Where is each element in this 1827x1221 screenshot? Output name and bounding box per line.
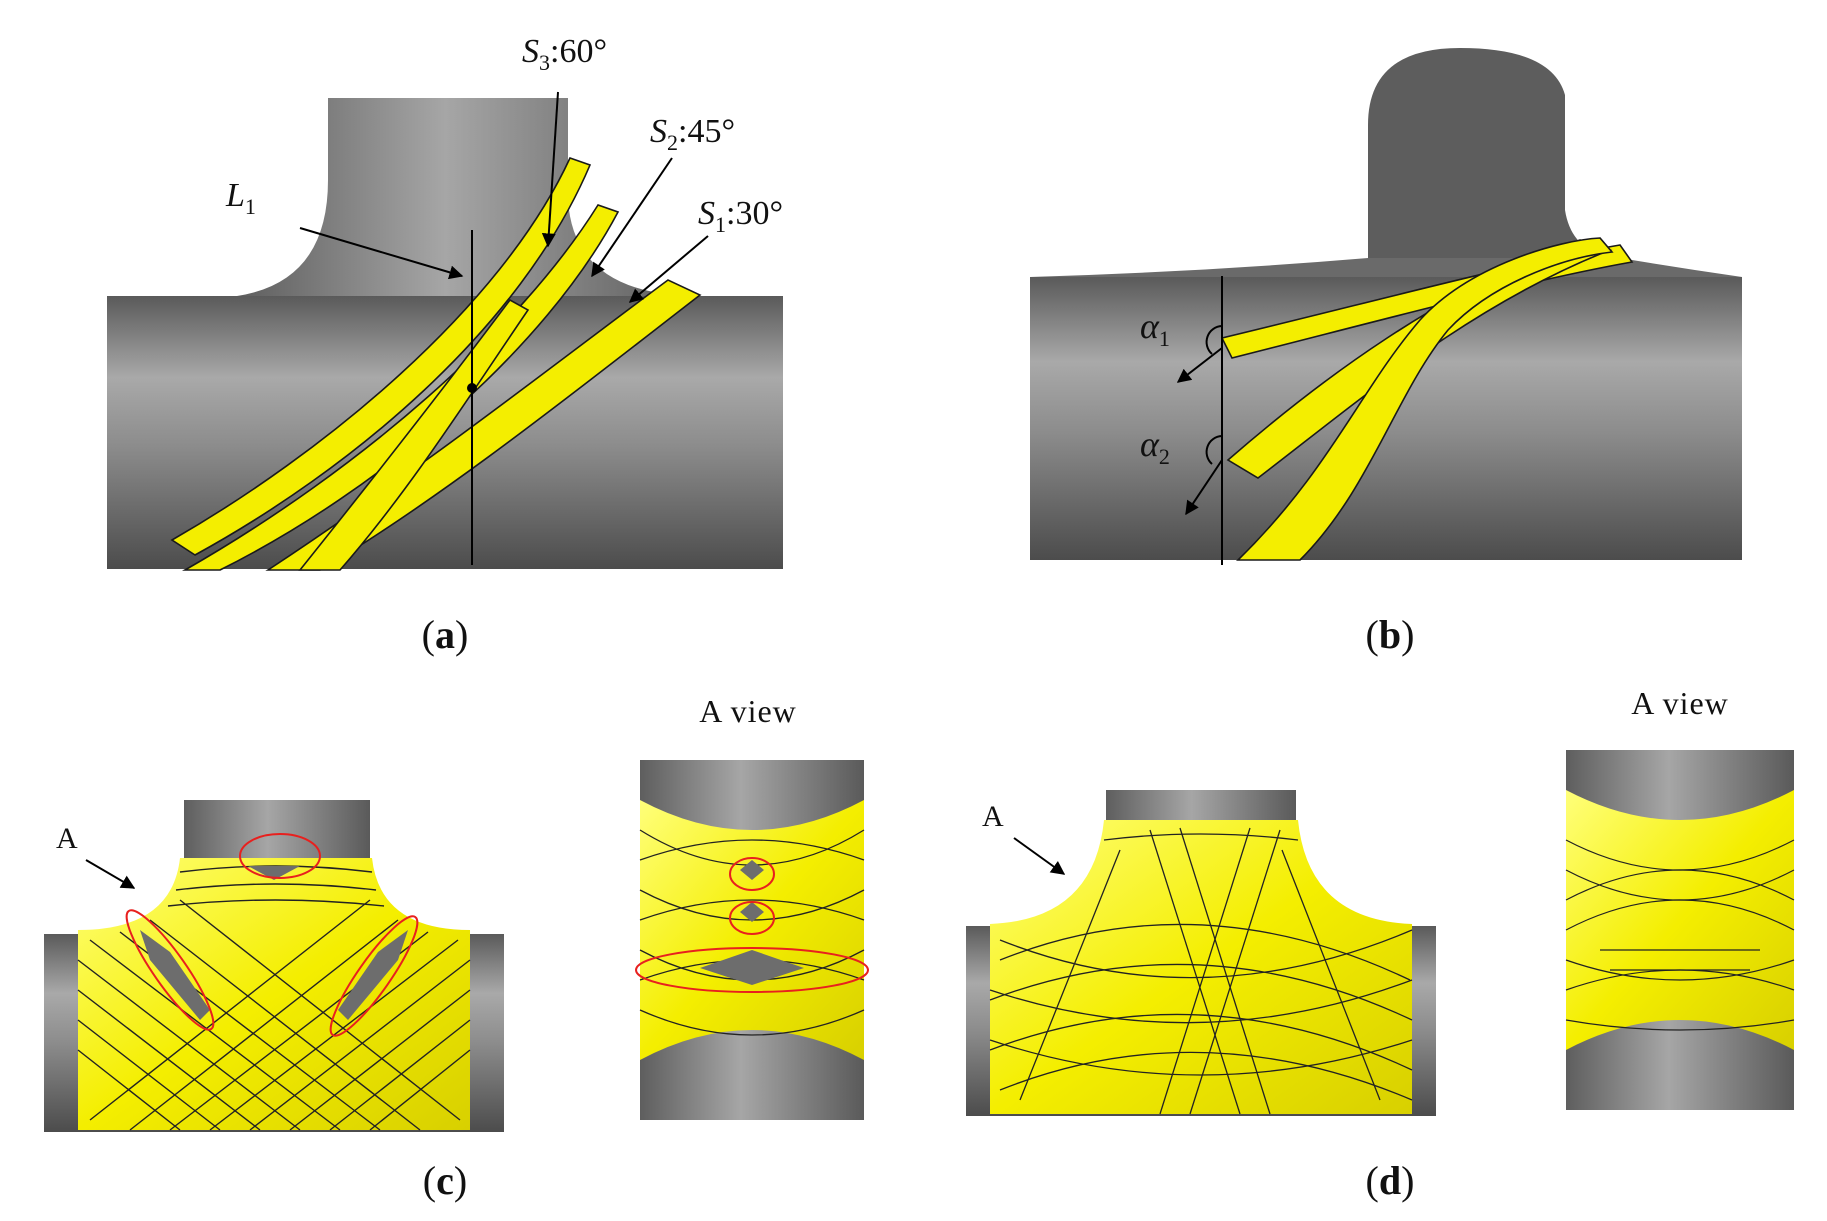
arrow-a2 — [1185, 459, 1223, 516]
arrow-s3 — [541, 91, 559, 248]
label-d-a: A — [982, 800, 1004, 833]
caption-c: (c) — [423, 1158, 467, 1203]
pipe-a-branch — [237, 98, 700, 296]
crossing-point — [467, 383, 477, 393]
wrap-c-body — [78, 858, 470, 1130]
pipe-b-branch — [1368, 48, 1620, 258]
panel-a: L1 S3:60° S2:45° S1:30° (a) — [107, 33, 783, 657]
defect-marker-cv-1 — [729, 857, 775, 891]
band-a-s2 — [181, 204, 620, 571]
defect-marker-c-left — [125, 909, 215, 1031]
wound-pattern-d — [989, 820, 1413, 1115]
highlight-ellipses-c — [125, 833, 419, 1037]
label-alpha1: α1 — [1140, 306, 1170, 351]
defect-marker-cv-2 — [729, 901, 775, 935]
band-a-s3 — [170, 157, 592, 556]
wound-pattern-c — [77, 858, 471, 1131]
caption-d: (d) — [1366, 1158, 1415, 1203]
caption-b: (b) — [1366, 612, 1415, 657]
panel-b: α1 α2 (b) — [1030, 48, 1742, 657]
band-lines-d — [989, 827, 1413, 1115]
panel-d: A A view (d) — [966, 685, 1795, 1203]
panel-c: A A view (c) — [44, 693, 869, 1203]
a-view-d: A view — [1565, 685, 1795, 1110]
band-b-3 — [1236, 237, 1614, 561]
defect-marker-cv-3 — [635, 947, 869, 993]
label-alpha2: α2 — [1140, 424, 1170, 469]
defect-marker-c-top — [239, 833, 321, 879]
arrow-s2 — [591, 157, 673, 278]
arrow-s1 — [628, 235, 709, 303]
a-view-c-gaps — [700, 860, 804, 985]
arrow-l1 — [299, 227, 464, 280]
wrap-d-body — [990, 820, 1412, 1114]
band-lines-c — [77, 865, 471, 1131]
angle-arc-a2 — [1205, 435, 1223, 465]
label-c-a: A — [56, 822, 78, 855]
angle-arc-a1 — [1205, 325, 1223, 355]
a-view-c-bands — [639, 829, 865, 1036]
caption-a: (a) — [422, 612, 469, 657]
arrow-a1 — [1176, 347, 1223, 383]
a-view-c: A view — [635, 693, 869, 1120]
label-s1: S1:30° — [698, 195, 783, 237]
defect-marker-c-right — [329, 915, 419, 1037]
arrow-d-a — [1013, 837, 1066, 875]
pipe-b-shoulder — [1030, 258, 1742, 277]
arrow-c-a — [85, 859, 136, 889]
label-l1: L1 — [225, 177, 256, 219]
wound-bands-b — [1220, 237, 1634, 561]
a-view-c-title: A view — [699, 693, 797, 729]
gaps-c — [140, 866, 408, 1020]
a-view-d-bands — [1565, 839, 1795, 1031]
a-view-c-markers — [635, 857, 869, 993]
a-view-c-wrap — [640, 800, 864, 1060]
label-s3: S3:60° — [522, 33, 607, 75]
a-view-d-wrap — [1566, 790, 1794, 1050]
a-view-d-title: A view — [1631, 685, 1729, 721]
label-s2: S2:45° — [650, 113, 735, 155]
